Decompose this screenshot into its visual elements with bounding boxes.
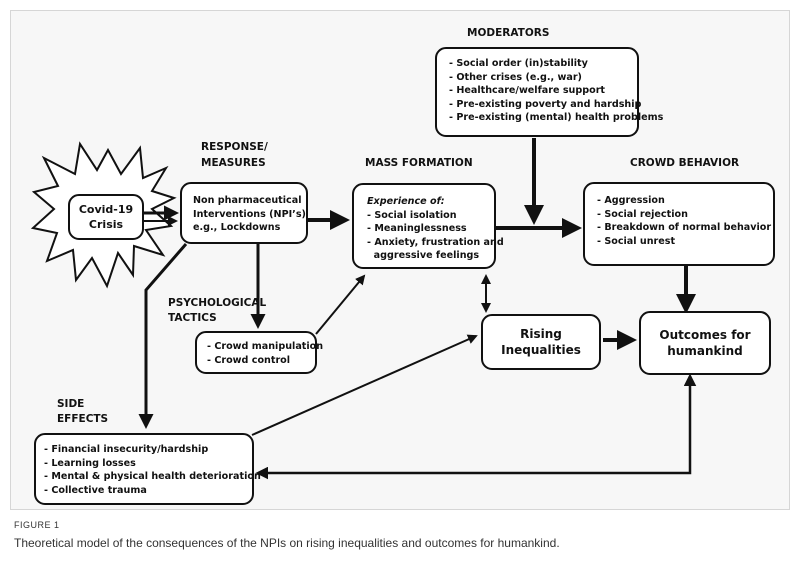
psych-heading-line1: PSYCHOLOGICAL — [168, 297, 267, 309]
arrow-tactics-to-mass — [315, 274, 366, 335]
psychological-tactics-heading: PSYCHOLOGICAL TACTICS — [168, 296, 266, 326]
moderator-item: - Other crises (e.g., war) — [449, 71, 582, 83]
side-effect-item: - Learning losses — [44, 457, 136, 469]
response-heading-line2: MEASURES — [201, 157, 266, 169]
mass-formation-title: Experience of: — [367, 196, 445, 207]
covid-crisis-box: Covid-19 Crisis — [68, 194, 144, 240]
side-effect-item: - Collective trauma — [44, 484, 147, 496]
outcomes-line2: humankind — [667, 344, 743, 358]
moderators-box: - Social order (in)stability - Other cri… — [435, 47, 664, 137]
mass-formation-box: Experience of: - Social isolation - Mean… — [352, 183, 504, 269]
moderator-item: - Social order (in)stability — [449, 58, 588, 69]
rising-line2: Inequalities — [501, 343, 581, 357]
npi-line2: Interventions (NPI’s) — [193, 208, 306, 220]
crowd-behavior-heading: CROWD BEHAVIOR — [630, 157, 740, 169]
covid-line1: Covid-19 — [78, 203, 134, 216]
mass-formation-item: - Anxiety, frustration and — [367, 236, 504, 248]
crowd-item: - Breakdown of normal behavior — [597, 222, 772, 233]
figure-label: FIGURE 1 — [14, 520, 60, 530]
crowd-item: - Social unrest — [597, 235, 676, 247]
side-heading-line1: SIDE — [57, 398, 85, 410]
mass-formation-heading: MASS FORMATION — [365, 157, 473, 169]
npi-line1: Non pharmaceutical — [193, 195, 302, 206]
crowd-item: - Social rejection — [597, 208, 688, 220]
moderators-list: - Social order (in)stability - Other cri… — [449, 57, 664, 125]
moderator-item: - Healthcare/welfare support — [449, 85, 606, 96]
rising-inequalities-box: Rising Inequalities — [481, 314, 601, 370]
side-effect-item: - Mental & physical health deterioration — [44, 471, 261, 482]
moderator-item: - Pre-existing (mental) health problems — [449, 112, 664, 123]
covid-line2: Crisis — [88, 218, 124, 231]
psych-heading-line2: TACTICS — [168, 312, 217, 324]
mass-formation-item: - Social isolation — [367, 209, 457, 221]
tactics-item: - Crowd control — [207, 354, 291, 366]
npi-box: Non pharmaceutical Interventions (NPI’s)… — [180, 182, 308, 244]
response-heading-line1: RESPONSE/ — [201, 141, 268, 153]
arrow-outcomes-side — [255, 373, 697, 480]
mass-formation-item: - Meaninglessness — [367, 223, 467, 234]
arrow-npi-to-side-effects — [138, 243, 188, 429]
figure-caption: Theoretical model of the consequences of… — [14, 536, 560, 550]
side-effect-item: - Financial insecurity/hardship — [44, 444, 209, 455]
npi-line3: e.g., Lockdowns — [193, 222, 281, 233]
moderator-item: - Pre-existing poverty and hardship — [449, 98, 642, 110]
mass-formation-item: aggressive feelings — [367, 250, 480, 261]
crowd-behavior-box: - Aggression - Social rejection - Breakd… — [583, 182, 775, 266]
outcomes-line1: Outcomes for — [659, 328, 751, 342]
tactics-item: - Crowd manipulation — [207, 341, 324, 352]
crowd-item: - Aggression — [597, 195, 665, 206]
psychological-tactics-box: - Crowd manipulation - Crowd control — [195, 331, 324, 374]
response-heading: RESPONSE/ MEASURES — [201, 139, 268, 171]
side-effects-box: - Financial insecurity/hardship - Learni… — [34, 433, 261, 505]
rising-line1: Rising — [520, 327, 562, 341]
side-heading-line2: EFFECTS — [57, 413, 109, 425]
moderators-heading: MODERATORS — [467, 27, 550, 39]
side-effects-heading: SIDE EFFECTS — [57, 397, 108, 427]
outcomes-box: Outcomes for humankind — [639, 311, 771, 375]
